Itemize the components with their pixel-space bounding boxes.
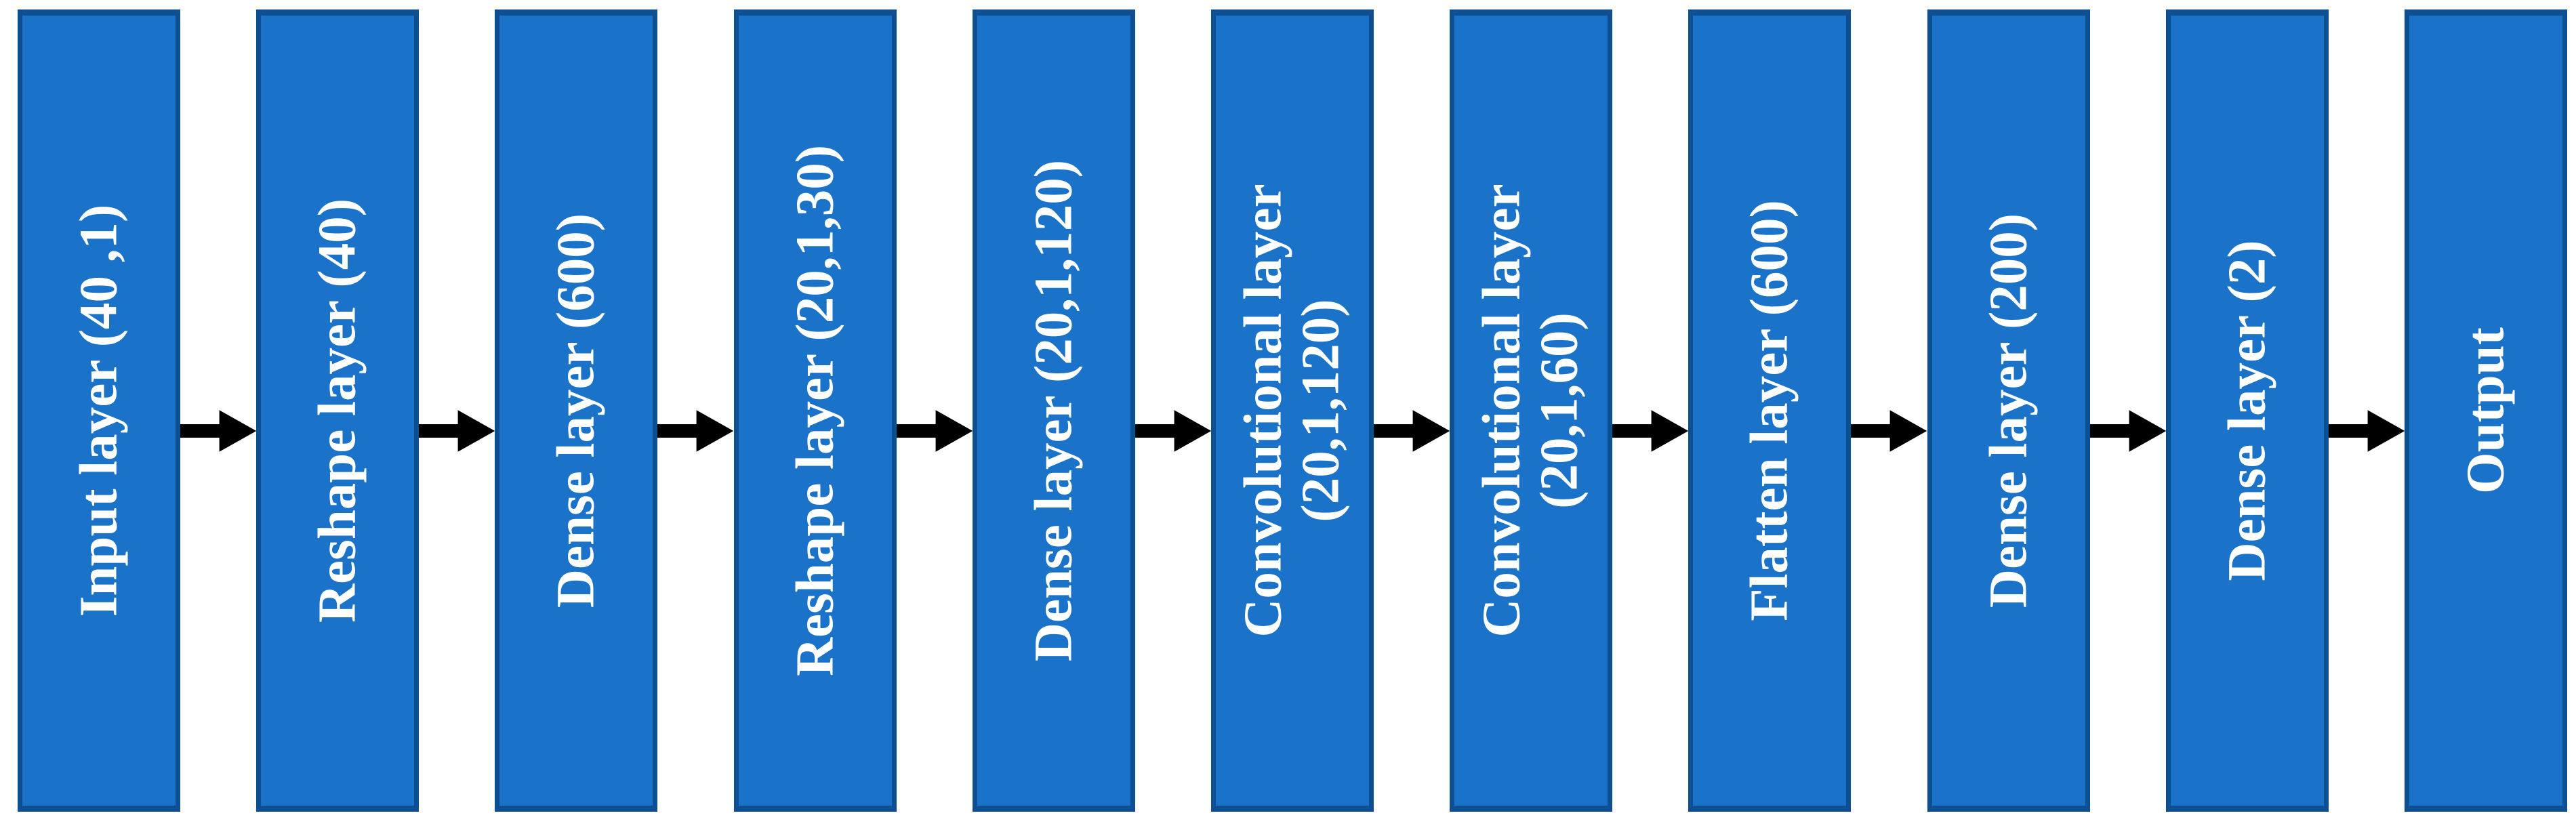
arrow-right-icon [1374, 409, 1450, 452]
arrow-right-icon [2089, 409, 2166, 452]
arrow-right-icon [419, 409, 495, 452]
arrow-right-icon [896, 409, 973, 452]
arrow-right-icon [1612, 409, 1689, 452]
layer-label: Reshape layer (40) [308, 198, 367, 623]
arrow-gap [1612, 9, 1689, 812]
arrow-right-icon [1134, 409, 1212, 452]
layer-box: Dense layer (200) [1927, 9, 2090, 812]
layer-box: Output [2405, 9, 2568, 812]
arrow-gap [180, 9, 257, 812]
layer-box: Dense layer (600) [495, 9, 658, 812]
layer-label: Dense layer (20,1,120) [1024, 159, 1084, 662]
layer-label: Output [2456, 327, 2516, 494]
layer-label: Dense layer (2) [2217, 240, 2277, 581]
arrow-gap [1134, 9, 1212, 812]
arrow-gap [2328, 9, 2405, 812]
arrow-right-icon [180, 409, 257, 452]
layer-label: Dense layer (600) [546, 213, 606, 608]
layer-box: Convolutional layer (20,1,120) [1211, 9, 1374, 812]
arrow-gap [896, 9, 973, 812]
arrow-right-icon [657, 409, 734, 452]
arrow-right-icon [1851, 409, 1927, 452]
layer-label: Reshape layer (20,1,30) [785, 144, 844, 677]
layer-box: Dense layer (2) [2165, 9, 2329, 812]
layer-label: Convolutional layer (20,1,60) [1472, 184, 1590, 638]
arrow-gap [419, 9, 495, 812]
layer-box: Dense layer (20,1,120) [972, 9, 1135, 812]
arrow-gap [1851, 9, 1927, 812]
arrow-gap [1374, 9, 1450, 812]
arrow-right-icon [2328, 409, 2405, 452]
layer-box: Input layer (40 ,1) [18, 9, 180, 812]
layer-label: Dense layer (200) [1978, 213, 2038, 608]
layer-label: Flatten layer (600) [1740, 200, 1799, 621]
arrow-gap [657, 9, 734, 812]
layer-box: Reshape layer (40) [256, 9, 420, 812]
layer-label: Input layer (40 ,1) [69, 204, 129, 617]
layer-box: Reshape layer (20,1,30) [733, 9, 897, 812]
arrow-gap [2089, 9, 2166, 812]
layer-label: Convolutional layer (20,1,120) [1233, 184, 1351, 638]
layer-box: Convolutional layer (20,1,60) [1450, 9, 1613, 812]
layer-box: Flatten layer (600) [1688, 9, 1852, 812]
